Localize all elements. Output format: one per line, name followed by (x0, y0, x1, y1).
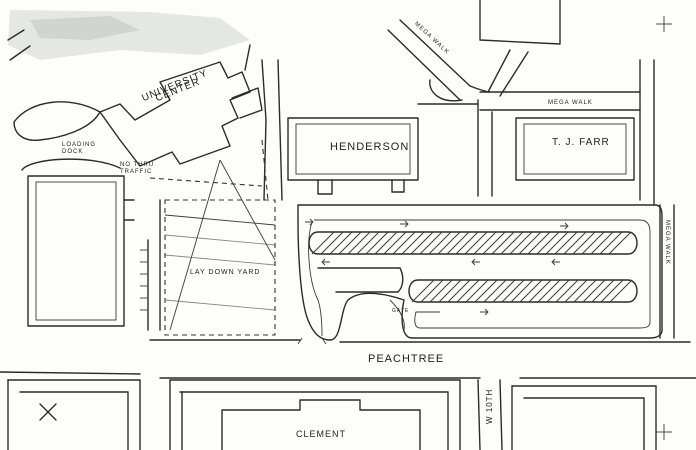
label-lay-down-yard: LAY DOWN YARD (190, 269, 260, 276)
label-clement: CLEMENT (296, 429, 346, 439)
road-left-henderson (261, 59, 267, 201)
label-peachtree: PEACHTREE (368, 353, 444, 365)
henderson-building (287, 117, 419, 195)
mega-walk-paths (387, 0, 675, 339)
university-center-building (99, 44, 263, 167)
parking-island-left-bottom (317, 267, 404, 293)
label-mega-walk-right: MEGA WALK (664, 220, 670, 265)
cross-mark-icon (656, 16, 672, 32)
w10th-road-edge-2 (499, 379, 503, 450)
parking-bays-left (140, 249, 148, 311)
edge-mark (7, 29, 31, 61)
road-left-henderson-2 (277, 59, 283, 201)
label-w10th: W 10TH (485, 389, 494, 424)
parking-island-bottom (408, 279, 638, 303)
label-henderson: HENDERSON (330, 141, 409, 153)
parking-lot (297, 204, 663, 341)
w10th-road-edge (477, 379, 481, 450)
cross-mark-icon (656, 424, 672, 440)
clement-building (169, 379, 461, 450)
label-tj-farr: T. J. FARR (552, 137, 610, 148)
loading-dock-area (13, 101, 101, 142)
lay-down-yard (149, 139, 276, 336)
tj-farr-building (515, 117, 635, 181)
diagonal-arrow-icon (39, 403, 57, 421)
label-mega-walk-mid: MEGA WALK (548, 100, 593, 106)
label-gate: GATE (392, 308, 409, 314)
left-parking-structure (21, 158, 135, 327)
photocopy-smudge-2 (30, 16, 140, 40)
peachtree-road (0, 339, 696, 379)
parking-island-top (308, 231, 638, 255)
traffic-arrows (297, 218, 569, 345)
bottom-right-building (511, 385, 657, 450)
bottom-left-block (7, 379, 141, 450)
